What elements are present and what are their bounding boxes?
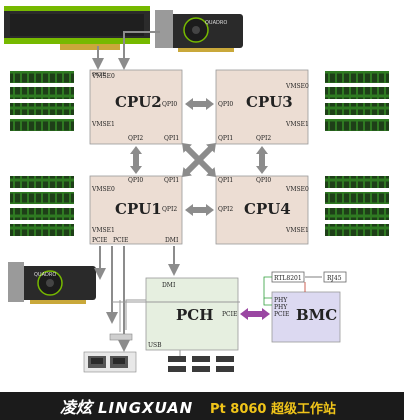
rj45-port: RJ45 <box>323 271 347 283</box>
footer-banner: 凌炫 LINGXUAN Pt 8060 超级工作站 <box>0 392 404 420</box>
cpu4-port-vmse0: VMSE0 <box>285 186 309 193</box>
cpu1-label: CPU1 <box>115 200 162 218</box>
cpu2-port-qpi1: QPI1 <box>164 135 179 142</box>
cpu3-port-vmse1: VMSE1 <box>285 121 309 128</box>
bmc-port-pcie: PCIE <box>274 311 289 318</box>
cpu3-port-qpi2: QPI2 <box>256 135 271 142</box>
qpi-link-cpu3-cpu4 <box>256 146 268 174</box>
cpu3-port-qpi1: QPI1 <box>218 135 233 142</box>
cpu4-label: CPU4 <box>244 200 291 218</box>
ethernet-ports <box>83 333 137 373</box>
brand-english: LINGXUAN <box>98 399 193 417</box>
gpu-card-bottom-left: QUADRO <box>8 262 96 304</box>
gpu-brand-bottom: QUADRO <box>34 272 56 278</box>
cpu3-block: VMSE0 VMSE1 QPI0 QPI1 QPI2 CPU3 <box>215 69 309 145</box>
bmc-port-phy1: PHY <box>274 297 288 304</box>
cpu2-port-vmse0: VMSE0 <box>91 73 115 80</box>
product-model: Pt 8060 超级工作站 <box>210 401 336 417</box>
cpu2-port-qpi2: QPI2 <box>128 135 143 142</box>
cpu2-block: VMSE0 VMSE1 QPI0 QPI2 QPI1 PCIE CPU2 PCI… <box>89 69 183 145</box>
cpu1-io-links <box>94 246 180 352</box>
cpu1-port-qpi2: QPI2 <box>162 206 177 213</box>
gpu-brand-top: QUADRO <box>205 20 227 26</box>
cpu3-label: CPU3 <box>246 93 293 111</box>
cpu2-port-vmse1: VMSE1 <box>91 121 115 128</box>
cpu1-port-pcie-a: PCIE <box>92 237 107 244</box>
gpu-card-top-left <box>4 6 150 50</box>
gpu-to-cpu2-links <box>92 31 160 70</box>
cpu1-port-vmse0: VMSE0 <box>91 186 115 193</box>
pch-label: PCH <box>176 306 213 324</box>
bmc-block: PHY PHY PCIE BMC <box>271 291 341 343</box>
pch-port-pcie: PCIE <box>222 311 237 318</box>
dimm-stack-bottom-left <box>10 176 74 236</box>
cpu1-port-qpi0: QPI0 <box>128 177 143 184</box>
usb-ports <box>168 356 234 372</box>
pch-bmc-link <box>240 308 270 320</box>
pch-port-usb: USB <box>148 342 162 349</box>
bmc-port-phy2: PHY <box>274 304 288 311</box>
cpu4-port-qpi1: QPI1 <box>218 177 233 184</box>
cpu4-block: VMSE0 VMSE1 QPI2 QPI1 QPI0 CPU4 <box>215 175 309 245</box>
pch-side-links <box>119 299 181 356</box>
cpu1-port-pcie-b: PCIE <box>113 237 128 244</box>
dimm-stack-top-left <box>10 71 74 131</box>
dimm-stack-bottom-right <box>325 176 389 236</box>
cpu2-label: CPU2 <box>115 93 162 111</box>
cpu3-port-vmse0: VMSE0 <box>285 83 309 90</box>
rtl8201-label: RTL8201 <box>274 275 302 282</box>
cpu4-port-vmse1: VMSE1 <box>285 227 309 234</box>
bmc-label: BMC <box>296 306 337 324</box>
cpu1-port-qpi1: QPI1 <box>164 177 179 184</box>
cpu1-port-dmi: DMI <box>165 237 179 244</box>
cpu3-port-qpi0: QPI0 <box>218 101 233 108</box>
cpu1-port-vmse1: VMSE1 <box>91 227 115 234</box>
pch-block: DMI PCIE USB PCH <box>145 277 239 351</box>
cpu2-port-qpi0: QPI0 <box>162 101 177 108</box>
brand-chinese: 凌炫 <box>60 398 95 417</box>
qpi-links <box>130 98 268 216</box>
qpi-link-cpu2-cpu1 <box>130 146 142 174</box>
rj45-label: RJ45 <box>327 275 342 282</box>
gpu-card-top-right: QUADRO <box>155 10 243 52</box>
qpi-link-cpu2-cpu3 <box>185 98 214 110</box>
pch-port-dmi: DMI <box>162 282 176 289</box>
qpi-link-cpu1-cpu4 <box>185 204 214 216</box>
cpu4-port-qpi2: QPI2 <box>218 206 233 213</box>
cpu2-pcie-top-1: PCIE <box>92 72 106 78</box>
cpu4-port-qpi0: QPI0 <box>256 177 271 184</box>
rtl8201-chip: RTL8201 <box>271 271 305 283</box>
management-net-links <box>263 276 322 306</box>
cpu1-block: VMSE0 VMSE1 QPI0 QPI1 QPI2 PCIE PCIE DMI… <box>89 175 183 245</box>
dimm-stack-top-right <box>325 71 389 131</box>
qpi-link-cross-b <box>182 143 216 177</box>
